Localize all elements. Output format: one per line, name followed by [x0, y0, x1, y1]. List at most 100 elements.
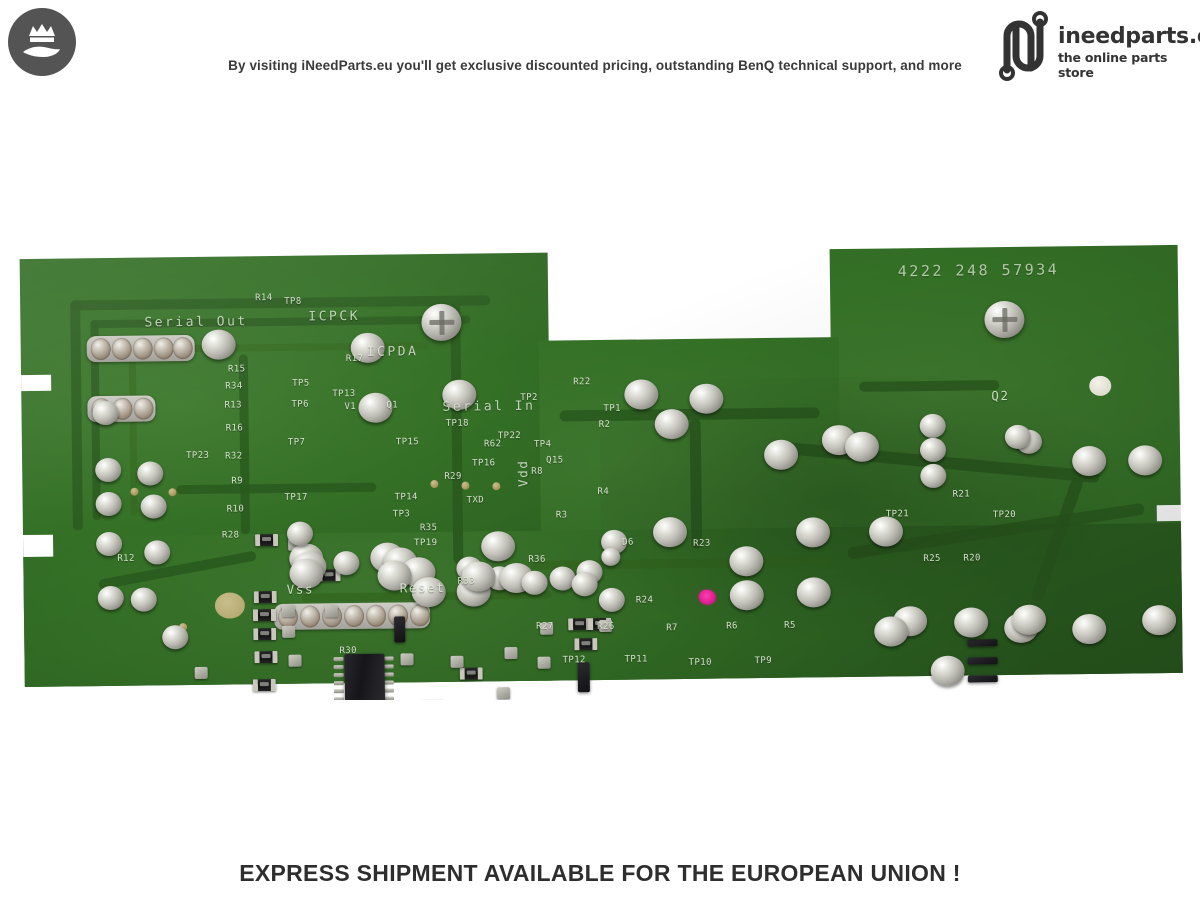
- silkscreen-label-tp5: TP5: [292, 378, 310, 389]
- silkscreen-label-vss: Vss: [286, 581, 315, 597]
- connector-pin: [111, 337, 132, 360]
- pink-inspection-mark: [698, 589, 716, 605]
- resistor-r15: [253, 590, 277, 604]
- silkscreen-label-r23: R23: [693, 538, 711, 549]
- connector-pin: [132, 337, 153, 360]
- transistor-q1: [394, 616, 406, 643]
- silkscreen-label-r26: R26: [597, 621, 615, 633]
- silkscreen-label-r3: R3: [555, 510, 568, 521]
- silkscreen-label-tp18: TP18: [445, 418, 470, 429]
- testpoint-tp18: [450, 655, 464, 668]
- resistor-r2: [574, 638, 598, 651]
- silkscreen-label-tp23: TP23: [185, 450, 210, 462]
- silkscreen-label-r15: R15: [227, 364, 246, 375]
- resistor-r34: [252, 608, 277, 622]
- testpoint-tp15: [400, 653, 414, 666]
- silkscreen-label-r34: R34: [225, 381, 243, 392]
- silkscreen-label-txd: TXD: [466, 495, 485, 506]
- silkscreen-label-d6: D6: [622, 537, 634, 548]
- silkscreen-label-tp12: TP12: [562, 655, 586, 666]
- silkscreen-label-v1: V1: [344, 401, 357, 413]
- transistor-q2-lead: [967, 657, 998, 665]
- silkscreen-label-r12: R12: [117, 553, 135, 564]
- silkscreen-label-tp19: TP19: [414, 537, 438, 549]
- silkscreen-label-r17: R17: [345, 353, 364, 365]
- silkscreen-label-tp2: TP2: [520, 392, 538, 403]
- silkscreen-label-tp22: TP22: [497, 430, 522, 442]
- silkscreen-label-r21: R21: [952, 489, 971, 500]
- silkscreen-label-r8: R8: [531, 466, 543, 477]
- silkscreen-label-tp3: TP3: [392, 509, 411, 520]
- transistor-q2-lead: [967, 639, 998, 647]
- silkscreen-label-tp8: TP8: [284, 296, 302, 307]
- connector-pin: [90, 337, 111, 361]
- silkscreen-label-tp15: TP15: [395, 437, 420, 448]
- trace: [689, 418, 703, 549]
- silkscreen-label-tp1: TP1: [603, 403, 622, 414]
- resistor-r13: [253, 627, 277, 641]
- solder-joint: [930, 655, 965, 686]
- transistor-q15: [577, 662, 590, 693]
- via-pad: [168, 488, 177, 497]
- connector-pin: [172, 336, 193, 360]
- silkscreen-label-r5: R5: [784, 620, 796, 631]
- silkscreen-label-r27: R27: [536, 621, 554, 632]
- edge-notch-left-top: [21, 374, 52, 392]
- brand-name: ineedparts.eu: [1058, 24, 1200, 49]
- silkscreen-label-r29: R29: [444, 471, 462, 482]
- brand-logo: ineedparts.eu the online parts store: [990, 8, 1200, 84]
- silkscreen-label-q1: Q1: [386, 400, 399, 411]
- crown-in-hand-icon: [8, 8, 76, 76]
- edge-notch-left-bottom: [22, 534, 54, 558]
- silkscreen-label-r20: R20: [963, 553, 981, 564]
- silkscreen-label-tp17: TP17: [284, 492, 308, 503]
- connector-pin: [343, 604, 365, 628]
- testpoint-tp6: [282, 625, 296, 638]
- silkscreen-label-r2: R2: [598, 419, 611, 431]
- silkscreen-label-vdd: Vdd: [515, 459, 531, 488]
- silkscreen-label-r28: R28: [221, 530, 240, 541]
- silkscreen-label-tp10: TP10: [688, 657, 712, 668]
- silkscreen-label-r24: R24: [635, 595, 654, 606]
- integrated-circuit-v1: [344, 653, 386, 700]
- express-shipment-banner: EXPRESS SHIPMENT AVAILABLE FOR THE EUROP…: [239, 860, 961, 886]
- silkscreen-label-r10: R10: [226, 504, 245, 515]
- via-pad: [130, 487, 139, 496]
- testpoint-tp22: [504, 647, 518, 660]
- testpoint-tp4: [537, 656, 551, 669]
- testpoint-tp13: [324, 605, 339, 618]
- solder-joint: [140, 494, 167, 519]
- silkscreen-label-q2: Q2: [991, 387, 1010, 404]
- testpoint-tp5: [281, 604, 296, 617]
- silkscreen-label-r36: R36: [528, 554, 546, 565]
- header-tagline: By visiting iNeedParts.eu you'll get exc…: [228, 58, 962, 73]
- connector-pin: [133, 397, 154, 420]
- silkscreen-label-r14: R14: [255, 292, 273, 304]
- transistor-q2-lead: [967, 675, 998, 683]
- silkscreen-label-tp16: TP16: [472, 458, 496, 469]
- silkscreen-label-icpda: ICPDA: [366, 344, 419, 360]
- silkscreen-label-tp9: TP9: [754, 655, 773, 667]
- silkscreen-label-r35: R35: [419, 522, 438, 534]
- resistor-r62: [459, 667, 483, 680]
- silkscreen-label-reset: Reset: [399, 579, 446, 596]
- trace: [859, 380, 1000, 392]
- silkscreen-label-tp13: TP13: [332, 388, 356, 400]
- edge-notch-right: [1156, 504, 1183, 522]
- resistor-r14: [255, 533, 279, 547]
- connector-pin: [409, 604, 431, 627]
- silkscreen-label-r22: R22: [573, 377, 591, 388]
- resistor-r32: [252, 678, 276, 692]
- silkscreen-label-tp6: TP6: [291, 399, 309, 410]
- silkscreen-label-r6: R6: [726, 621, 738, 632]
- silkscreen-label-q15: Q15: [546, 455, 564, 466]
- silkscreen-label-tp4: TP4: [533, 439, 552, 450]
- silkscreen-label-r16: R16: [225, 423, 244, 434]
- silkscreen-label-r33: R33: [457, 576, 476, 587]
- silkscreen-label-r25: R25: [923, 553, 941, 565]
- silkscreen-label-r9: R9: [231, 476, 244, 487]
